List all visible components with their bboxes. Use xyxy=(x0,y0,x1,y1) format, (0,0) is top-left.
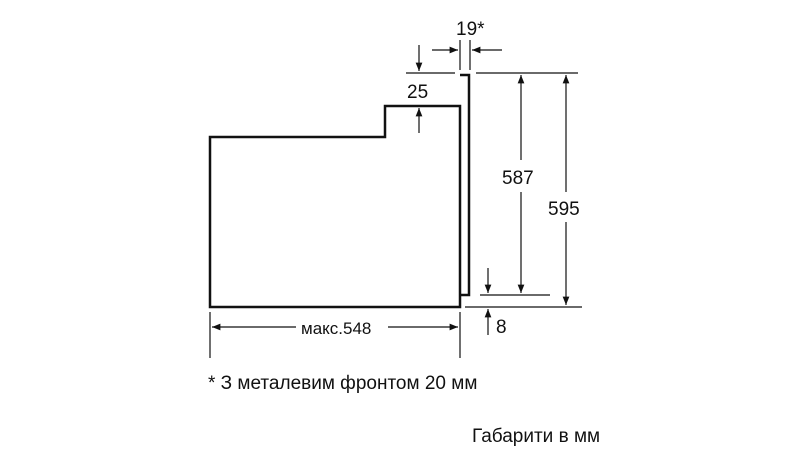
reference-lines xyxy=(465,72,582,308)
top-step-dimension xyxy=(406,45,455,133)
top-step-label: 25 xyxy=(407,82,428,103)
depth-dimension xyxy=(209,312,461,358)
units-note: Габарити в мм xyxy=(472,426,600,447)
front-thickness-dimension xyxy=(432,40,502,70)
footnote: * З металевим фронтом 20 мм xyxy=(208,373,477,394)
oven-body-outline xyxy=(208,73,471,309)
front-thickness-label: 19* xyxy=(456,19,485,40)
bottom-offset-label: 8 xyxy=(496,317,507,338)
depth-label: макс.548 xyxy=(301,319,371,338)
total-height-label: 595 xyxy=(548,199,580,220)
inner-height-label: 587 xyxy=(502,168,534,189)
